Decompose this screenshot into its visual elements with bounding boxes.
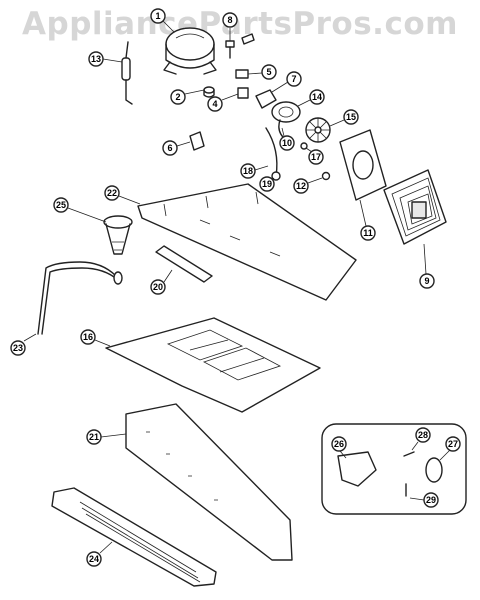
svg-text:27: 27 — [448, 439, 458, 449]
callout-4: 4 — [207, 93, 239, 112]
svg-text:13: 13 — [91, 54, 101, 64]
watermark-text: AppliancePartsPros.com — [22, 6, 458, 42]
svg-text:20: 20 — [153, 282, 163, 292]
part-21-panel — [125, 403, 293, 561]
callout-22: 22 — [104, 185, 141, 205]
callout-12: 12 — [293, 177, 323, 194]
callout-9: 9 — [419, 243, 435, 289]
part-2-grommet — [203, 86, 215, 98]
part-17-nut — [300, 142, 308, 150]
svg-text:5: 5 — [266, 67, 271, 77]
svg-text:21: 21 — [89, 432, 99, 442]
part-25-drain-funnel — [103, 215, 133, 255]
svg-text:17: 17 — [311, 152, 321, 162]
callout-18: 18 — [240, 163, 269, 179]
callout-19: 19 — [259, 176, 275, 192]
part-20-strip — [155, 245, 213, 283]
part-13-capacitor — [121, 41, 133, 105]
part-1-compressor — [163, 27, 217, 75]
svg-text:6: 6 — [167, 143, 172, 153]
callout-27: 27 — [439, 436, 461, 461]
svg-text:28: 28 — [418, 430, 428, 440]
part-clip — [241, 33, 255, 45]
svg-text:14: 14 — [312, 92, 322, 102]
svg-text:25: 25 — [56, 200, 66, 210]
inset-box — [321, 423, 467, 515]
svg-text:15: 15 — [346, 112, 356, 122]
svg-text:26: 26 — [334, 439, 344, 449]
svg-text:16: 16 — [83, 332, 93, 342]
part-26-bracket — [337, 451, 377, 487]
svg-text:4: 4 — [212, 99, 217, 109]
callout-29: 29 — [409, 492, 439, 508]
callout-17: 17 — [305, 147, 324, 165]
callout-11: 11 — [359, 199, 376, 241]
svg-text:12: 12 — [296, 181, 306, 191]
svg-text:8: 8 — [227, 15, 232, 25]
callout-5: 5 — [247, 64, 277, 80]
part-4-overload — [237, 87, 249, 99]
part-24-grille — [51, 487, 217, 587]
part-11-shroud — [339, 129, 387, 201]
part-7-connector — [255, 89, 277, 109]
svg-text:9: 9 — [424, 276, 429, 286]
callout-10: 10 — [279, 127, 295, 151]
part-6-clip — [189, 131, 205, 151]
part-22-base-pan — [137, 183, 357, 301]
callout-7: 7 — [271, 71, 302, 93]
part-23-drain-tube — [37, 261, 123, 335]
callout-1: 1 — [150, 8, 175, 33]
part-9-baffle — [383, 169, 447, 245]
svg-text:11: 11 — [363, 228, 373, 238]
part-12-nut — [321, 171, 331, 181]
svg-text:29: 29 — [426, 495, 436, 505]
svg-text:18: 18 — [243, 166, 253, 176]
svg-text:19: 19 — [262, 179, 272, 189]
svg-text:23: 23 — [13, 343, 23, 353]
svg-text:24: 24 — [89, 554, 99, 564]
callout-21: 21 — [86, 429, 127, 445]
svg-text:10: 10 — [282, 138, 292, 148]
svg-text:2: 2 — [175, 92, 180, 102]
callout-14: 14 — [297, 89, 325, 107]
svg-text:7: 7 — [291, 74, 296, 84]
part-16-drain-pan — [105, 317, 321, 413]
callout-25: 25 — [53, 197, 107, 223]
callout-13: 13 — [88, 51, 123, 67]
callout-6: 6 — [162, 140, 191, 156]
callout-2: 2 — [170, 89, 205, 105]
callout-16: 16 — [80, 329, 111, 347]
part-5-relay — [235, 69, 249, 79]
callout-15: 15 — [329, 109, 359, 127]
svg-text:1: 1 — [155, 11, 160, 21]
callout-24: 24 — [86, 541, 113, 567]
part-27-wheel — [425, 457, 443, 483]
svg-text:22: 22 — [107, 188, 117, 198]
callout-23: 23 — [10, 333, 37, 356]
part-28-screw — [403, 451, 415, 457]
part-15-fan-blade — [305, 117, 331, 143]
callout-20: 20 — [150, 269, 173, 295]
callout-26: 26 — [331, 436, 347, 459]
callout-28: 28 — [411, 427, 431, 451]
part-14-fan-motor — [271, 101, 301, 123]
part-18-strap — [265, 127, 278, 177]
part-8-bolt — [225, 40, 235, 59]
callout-8: 8 — [222, 12, 238, 41]
